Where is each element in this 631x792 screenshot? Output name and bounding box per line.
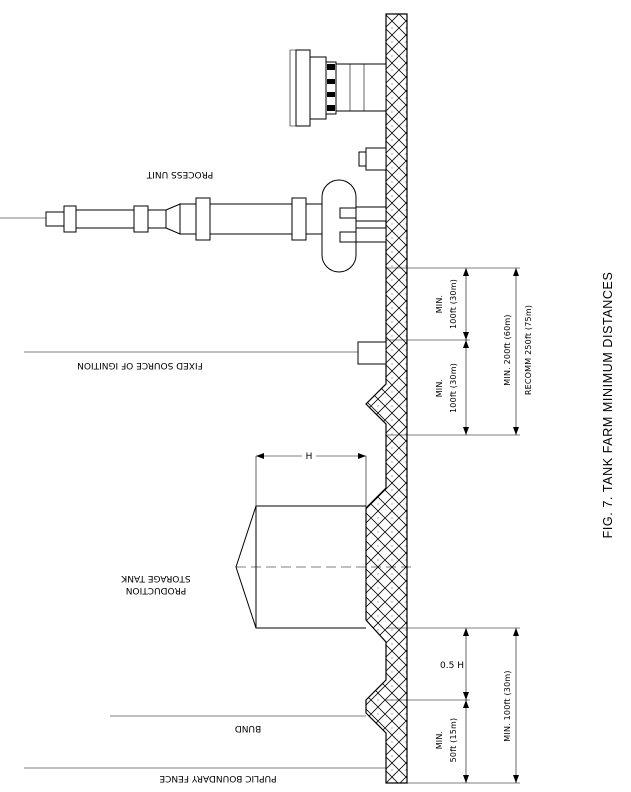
small-wall-fixture — [358, 147, 387, 171]
min-100-b-line2: 100ft (30m) — [449, 363, 458, 413]
h-dimension — [255, 449, 367, 508]
min-50-line2: 50ft (15m) — [449, 718, 458, 763]
h-label: H — [306, 452, 313, 462]
min-200-line2: RECOMM 250ft (75m) — [524, 305, 533, 395]
production-label: PRODUCTION — [126, 585, 187, 595]
dimension-lines — [463, 268, 519, 783]
boundary-fence-label: PUPLIC BOUNDARY FENCE — [159, 773, 277, 783]
process-unit-pipe — [0, 179, 387, 273]
dimension-extensions — [386, 267, 520, 784]
figure-caption: FIG. 7. TANK FARM MINIMUM DISTANCES — [601, 272, 615, 539]
bund-label: BUND — [235, 723, 261, 733]
min-100-a-line1: MIN. — [435, 295, 444, 314]
fixed-source-label: FIXED SOURCE OF IGNITION — [77, 360, 203, 370]
top-process-equipment — [289, 49, 387, 127]
min-100-c: MIN. 100ft (30m) — [503, 670, 512, 741]
min-200-line1: MIN. 200ft (60m) — [503, 314, 512, 385]
min-100-a-line2: 100ft (30m) — [449, 279, 458, 329]
storage-tank — [235, 505, 412, 629]
half-h-label: 0.5 H — [440, 661, 464, 671]
fixed-ignition-source — [24, 341, 387, 365]
storage-tank-label: STORAGE TANK — [120, 573, 190, 583]
ground-profile — [365, 13, 408, 784]
process-unit-label: PROCESS UNIT — [146, 169, 213, 179]
min-50-line1: MIN. — [435, 731, 444, 750]
min-100-b-line1: MIN. — [435, 379, 444, 398]
